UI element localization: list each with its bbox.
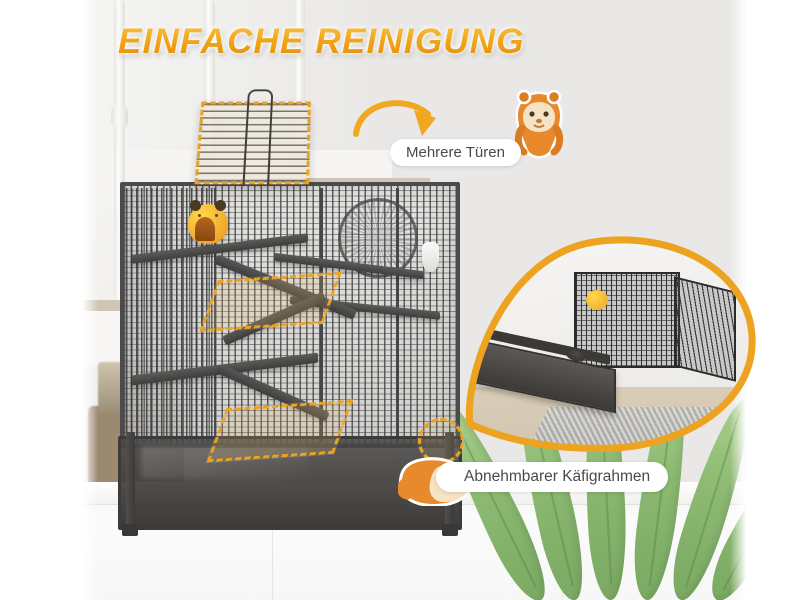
cage-foot xyxy=(122,524,138,536)
highlight-latch-detail xyxy=(418,418,464,464)
photo-left-fade xyxy=(82,0,98,600)
cage-leg xyxy=(122,432,138,536)
cage-mullion xyxy=(320,188,323,442)
standing-hamster-icon xyxy=(514,89,564,159)
removable-tray-closeup xyxy=(462,228,762,476)
inset-scene xyxy=(469,239,753,449)
callout-multiple-doors: Mehrere Türen xyxy=(390,139,521,166)
house-ear xyxy=(190,200,201,211)
cage-foot xyxy=(442,524,458,536)
page-title: EINFACHE REINIGUNG xyxy=(118,22,525,61)
cage-top-door xyxy=(194,89,311,186)
base-gloss xyxy=(141,446,311,480)
small-animal-cage xyxy=(118,182,462,536)
callout-removable-frame: Abnehmbarer Käfigrahmen xyxy=(436,462,669,492)
door-handle xyxy=(242,89,274,186)
stair-baluster xyxy=(111,0,128,300)
house-eye xyxy=(198,214,201,217)
cage-wire-body xyxy=(120,182,460,448)
house-eye xyxy=(215,214,218,217)
cabinet-seam xyxy=(272,512,273,600)
inset-hamster-house-icon xyxy=(586,290,608,310)
curved-arrow-icon xyxy=(353,100,436,137)
house-entrance xyxy=(195,217,215,241)
highlight-lower-side-door xyxy=(206,399,354,463)
inset-cage-side xyxy=(674,276,736,382)
highlight-upper-side-door xyxy=(198,271,343,333)
hamster-house-icon xyxy=(188,200,228,244)
house-ear xyxy=(215,200,226,211)
water-bottle-icon xyxy=(422,242,439,272)
